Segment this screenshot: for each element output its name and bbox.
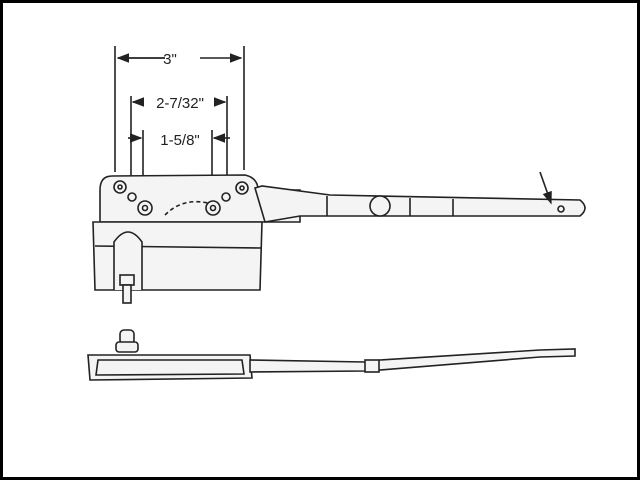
dimension-inner-hole-spacing: 1-5/8": [160, 132, 200, 149]
operator-top-view: [92, 171, 586, 304]
dimension-lines: [114, 46, 245, 185]
dimension-overall-width: 3": [163, 51, 177, 68]
operator-side-view: [87, 329, 576, 381]
dimension-outer-hole-spacing: 2-7/32": [156, 95, 204, 112]
